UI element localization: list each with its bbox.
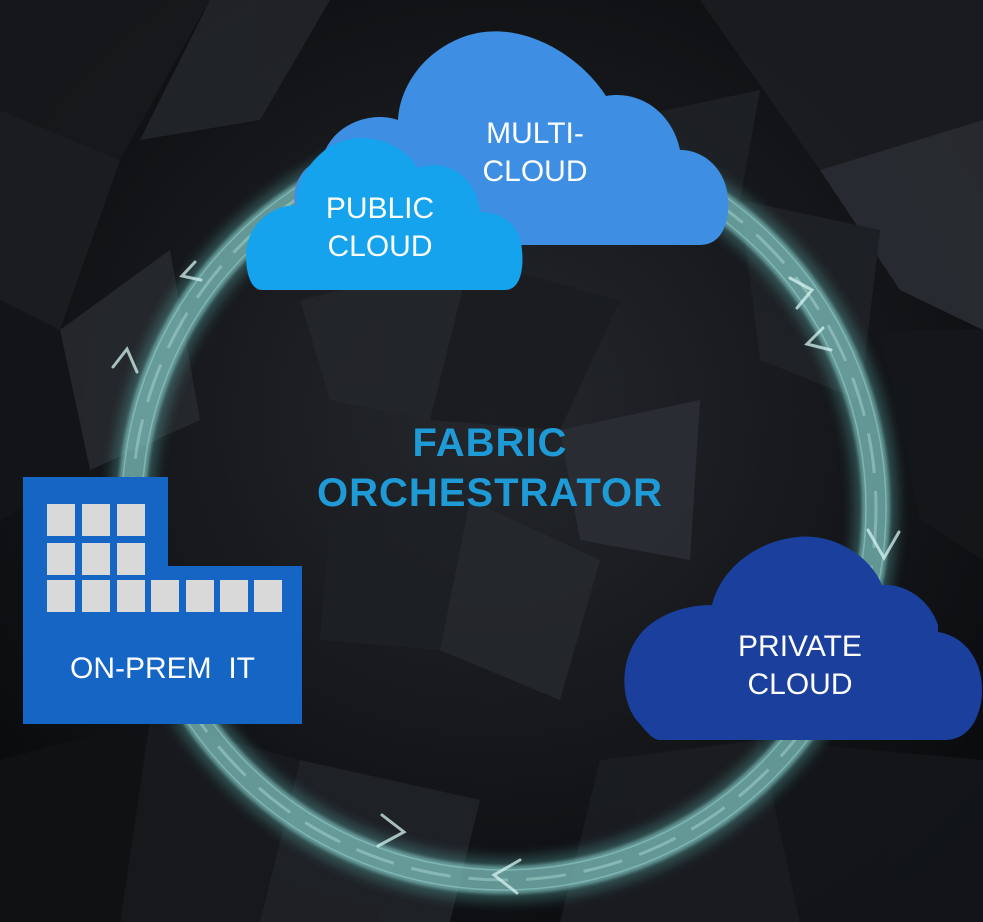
arrow-chevron [491, 858, 522, 895]
multi-cloud-label-line-2: CLOUD [482, 155, 588, 188]
public-cloud-label: PUBLIC CLOUD [300, 190, 460, 266]
arrow-chevron [376, 813, 407, 848]
arrow-chevron [866, 528, 901, 562]
arrow-chevron [788, 276, 815, 310]
building-windows [47, 504, 282, 612]
private-cloud-label-line-2: CLOUD [747, 668, 853, 701]
multi-cloud-label: MULTI- CLOUD [455, 115, 615, 191]
title-line-2: ORCHESTRATOR [316, 471, 664, 515]
arrow-chevron [804, 326, 833, 352]
private-cloud-label: PRIVATE CLOUD [710, 628, 890, 704]
public-cloud-label-line-1: PUBLIC [325, 192, 435, 225]
multi-cloud-label-line-1: MULTI- [486, 117, 584, 150]
arrow-chevron [111, 346, 139, 374]
arrow-chevron [179, 260, 203, 282]
title-line-1: FABRIC [412, 421, 568, 465]
private-cloud-label-line-1: PRIVATE [738, 630, 862, 663]
public-cloud-label-line-2: CLOUD [327, 230, 433, 263]
private-cloud-icon [624, 536, 982, 740]
diagram-title: FABRIC ORCHESTRATOR [260, 418, 720, 518]
public-cloud-icon [246, 138, 523, 290]
on-prem-label: ON-PREM IT [70, 652, 255, 685]
cycle-arrow-icon [111, 260, 901, 895]
building-icon [23, 477, 302, 724]
